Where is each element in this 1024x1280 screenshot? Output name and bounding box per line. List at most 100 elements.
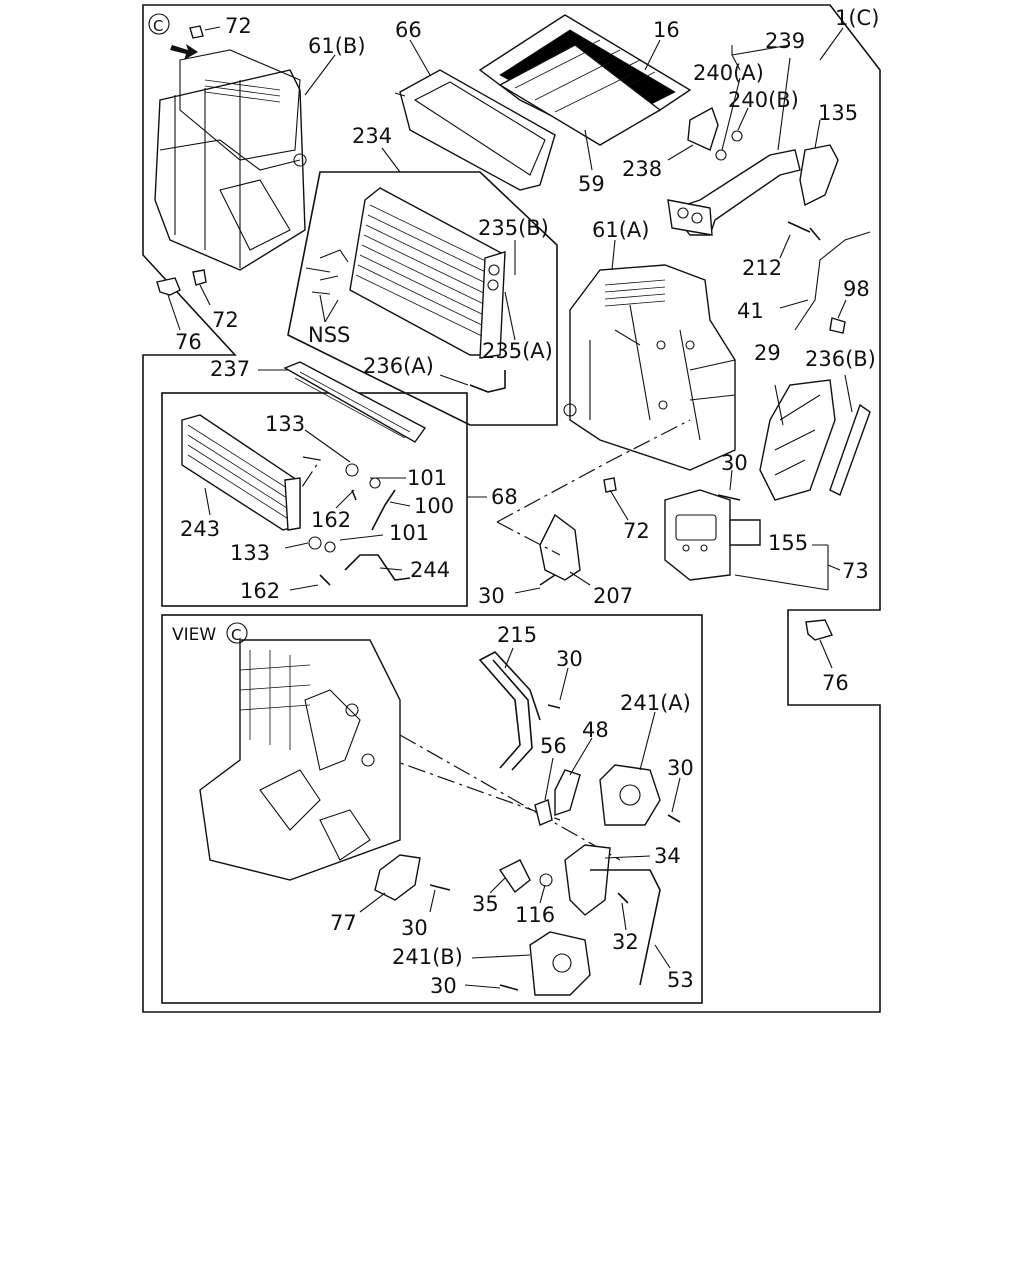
evaporator-subframe <box>287 171 558 426</box>
label-41: 41 <box>737 299 764 323</box>
label-98: 98 <box>843 277 870 301</box>
label-30-v4: 30 <box>430 974 457 998</box>
label-30-v2: 30 <box>667 756 694 780</box>
label-35: 35 <box>472 892 499 916</box>
airflow-arrow-icon <box>170 44 198 60</box>
label-234: 234 <box>352 124 392 148</box>
screw-30-v3 <box>429 884 451 891</box>
label-238: 238 <box>622 157 662 181</box>
label-240a: 240(A) <box>693 61 764 85</box>
label-72-left: 72 <box>212 308 239 332</box>
heater-unit-61a <box>563 264 736 471</box>
air-filter-16 <box>478 14 692 146</box>
pipe-100 <box>371 489 396 531</box>
oring-240b <box>731 130 743 142</box>
label-61b: 61(B) <box>308 34 366 58</box>
pipe-244 <box>344 554 411 581</box>
label-59: 59 <box>578 172 605 196</box>
label-30-mid: 30 <box>721 451 748 475</box>
label-68: 68 <box>491 485 518 509</box>
label-116: 116 <box>515 903 555 927</box>
link-48 <box>554 769 581 816</box>
hose-215 <box>478 651 541 769</box>
label-1c: 1(C) <box>835 6 879 30</box>
seal-236b <box>829 403 871 496</box>
lever-56 <box>534 799 553 826</box>
frame-1c-leader <box>819 27 844 61</box>
label-72-mid: 72 <box>623 519 650 543</box>
wire-41 <box>794 231 871 331</box>
view-c-housing <box>199 639 401 881</box>
label-72-top: 72 <box>225 14 252 38</box>
outer-frame <box>142 4 881 1013</box>
clip-72-top <box>189 25 204 39</box>
oring-240a <box>715 149 727 161</box>
dash-leader-center <box>496 419 691 556</box>
sensor-135 <box>799 144 839 207</box>
bracket-76-left <box>156 277 181 296</box>
clamp-133-bot <box>308 536 322 550</box>
heater-core-subframe <box>161 392 468 607</box>
clip-98 <box>829 317 846 334</box>
label-236a: 236(A) <box>363 354 434 378</box>
unit-label-panel <box>675 514 717 541</box>
clamp-101-bot <box>324 541 336 553</box>
heater-core-243 <box>181 414 301 531</box>
label-236b: 236(B) <box>805 347 876 371</box>
clip-72-left <box>192 269 207 286</box>
evaporator-234 <box>349 187 506 359</box>
label-155: 155 <box>768 531 808 555</box>
label-32: 32 <box>612 930 639 954</box>
label-135: 135 <box>818 101 858 125</box>
label-view-c: C <box>231 626 241 644</box>
view-c-subframe <box>161 614 703 1004</box>
label-241b: 241(B) <box>392 945 463 969</box>
label-48: 48 <box>582 718 609 742</box>
screw-30-lower <box>539 574 556 586</box>
label-nss: NSS <box>308 323 350 347</box>
label-133-bot: 133 <box>230 541 270 565</box>
callout-labels: 1(C) 72 61(B) 66 16 239 240(A) 240(B) 13… <box>172 6 879 998</box>
label-162-bot: 162 <box>240 579 280 603</box>
label-66: 66 <box>395 18 422 42</box>
screw-30-v4 <box>499 984 519 991</box>
label-212: 212 <box>742 256 782 280</box>
label-16: 16 <box>653 18 680 42</box>
label-29: 29 <box>754 341 781 365</box>
clamp-133-top <box>345 463 359 477</box>
callout-leaders <box>167 39 853 989</box>
label-243: 243 <box>180 517 220 541</box>
heater-unit-61b <box>154 49 307 271</box>
screw-30-mid <box>717 494 741 501</box>
label-235b: 235(B) <box>478 216 549 240</box>
label-77: 77 <box>330 911 357 935</box>
actuator-241a <box>599 764 661 826</box>
label-207: 207 <box>593 584 633 608</box>
label-101-top: 101 <box>407 466 447 490</box>
label-61a: 61(A) <box>592 218 649 242</box>
label-76-right: 76 <box>822 671 849 695</box>
label-76-left: 76 <box>175 330 202 354</box>
gasket-34 <box>564 844 611 916</box>
clip-72-mid <box>603 477 617 493</box>
view-c-marker-icon <box>148 13 170 35</box>
label-244: 244 <box>410 558 450 582</box>
label-239: 239 <box>765 29 805 53</box>
washer-116 <box>539 873 553 887</box>
nss-fittings <box>305 249 349 295</box>
label-237: 237 <box>210 357 250 381</box>
label-162-top: 162 <box>311 508 351 532</box>
view-label-c-icon <box>226 622 248 644</box>
dash-leader-nss <box>299 456 322 491</box>
label-101-bot: 101 <box>389 521 429 545</box>
label-240b: 240(B) <box>728 88 799 112</box>
label-241a: 241(A) <box>620 691 691 715</box>
label-30-lower: 30 <box>478 584 505 608</box>
bracket-76-right <box>805 619 833 641</box>
screw-162-bot <box>319 574 331 586</box>
door-link-29 <box>759 379 836 501</box>
label-215: 215 <box>497 623 537 647</box>
actuator-241b <box>529 931 591 996</box>
label-56: 56 <box>540 734 567 758</box>
